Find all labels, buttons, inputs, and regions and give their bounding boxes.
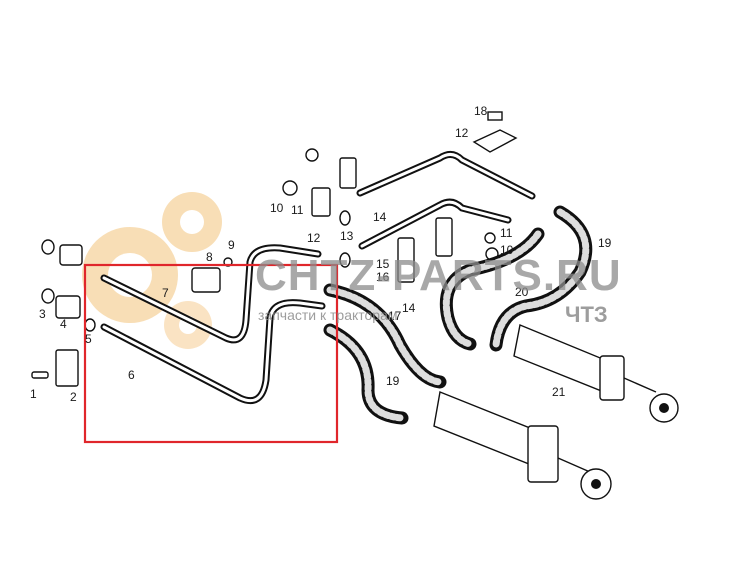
callout-18: 18	[474, 104, 488, 118]
hose-19-center	[323, 283, 447, 425]
pipe-6	[100, 299, 326, 405]
callout-21: 21	[552, 385, 566, 399]
pipe-14	[356, 151, 536, 250]
callout-6: 6	[128, 368, 135, 382]
cylinder-21-upper	[513, 324, 679, 423]
callout-1: 1	[30, 387, 37, 401]
clamp-8	[191, 267, 221, 293]
callout-12: 12	[307, 231, 321, 245]
highlight-box	[83, 263, 339, 444]
callout-20: 20	[515, 285, 529, 299]
callout-10: 10	[270, 201, 284, 215]
callout-12-upper: 12	[455, 126, 469, 140]
callout-4: 4	[60, 317, 67, 331]
cylinder-21-lower	[433, 391, 612, 500]
callout-15: 15	[376, 257, 390, 271]
watermark-brand: ЧТЗ	[565, 302, 608, 327]
fitting-group-left	[31, 239, 96, 387]
callout-16: 16	[376, 270, 390, 284]
callout-9: 9	[228, 238, 235, 252]
watermark-tagline: запчасти к тракторам	[258, 307, 398, 323]
callout-11-right: 11	[500, 226, 513, 240]
callout-13: 13	[340, 229, 354, 243]
callout-labels: 1 2 3 4 5 6 7 8 9 10 11 12 13 14 15 16 1…	[30, 104, 612, 404]
callout-5: 5	[85, 332, 92, 346]
callout-10-right: 10	[500, 243, 514, 257]
callout-19-center: 19	[386, 374, 400, 388]
pipe-7	[100, 244, 322, 344]
callout-7: 7	[162, 286, 169, 300]
watermark-site: CHTZ-PARTS.RU	[255, 251, 622, 300]
callout-14: 14	[373, 210, 387, 224]
callout-2: 2	[70, 390, 77, 404]
callout-17: 17	[388, 309, 402, 323]
callout-11: 11	[291, 203, 304, 217]
callout-14-lower: 14	[402, 301, 416, 315]
callout-8: 8	[206, 250, 213, 264]
callout-19-right: 19	[598, 236, 612, 250]
callout-3: 3	[39, 307, 46, 321]
hose-19-right	[439, 205, 593, 352]
watermark: CHTZ-PARTS.RU запчасти к тракторам ЧТЗ	[255, 251, 622, 327]
